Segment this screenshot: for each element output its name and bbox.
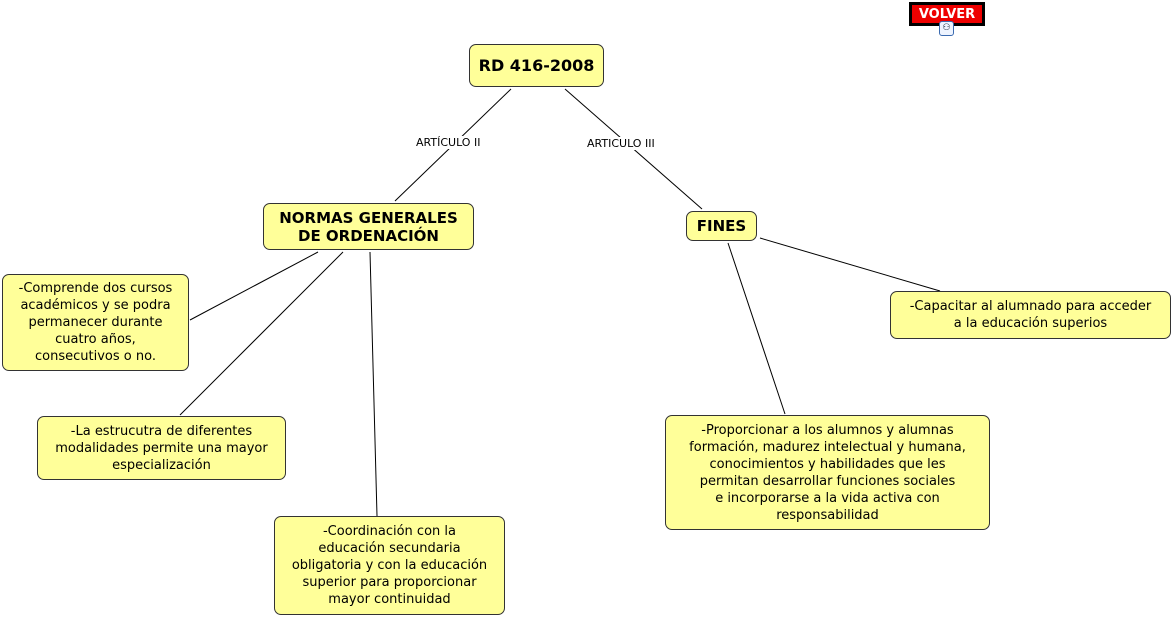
concept-modalidades[interactable]: -La estrucutra de diferentes modalidades… xyxy=(37,416,286,480)
link-label-articulo-ii: ARTÍCULO II xyxy=(414,136,483,149)
concept-fines[interactable]: FINES xyxy=(686,211,757,241)
link-normas-c2 xyxy=(179,251,344,416)
concept-map-icon[interactable]: ⚇ xyxy=(939,21,954,36)
concept-capacitar[interactable]: -Capacitar al alumnado para acceder a la… xyxy=(890,291,1171,339)
link-normas-c3 xyxy=(369,251,378,517)
concept-coordinacion[interactable]: -Coordinación con la educación secundari… xyxy=(274,516,505,615)
concept-proporcionar[interactable]: -Proporcionar a los alumnos y alumnas fo… xyxy=(665,415,990,530)
concept-normas-generales[interactable]: NORMAS GENERALES DE ORDENACIÓN xyxy=(263,203,474,250)
link-fines-f2 xyxy=(727,242,786,415)
link-fines-f1 xyxy=(759,237,941,292)
link-label-articulo-iii: ARTICULO III xyxy=(585,137,657,150)
concept-root[interactable]: RD 416-2008 xyxy=(469,44,604,87)
concept-cursos[interactable]: -Comprende dos cursos académicos y se po… xyxy=(2,274,189,371)
link-normas-c1 xyxy=(189,251,319,321)
